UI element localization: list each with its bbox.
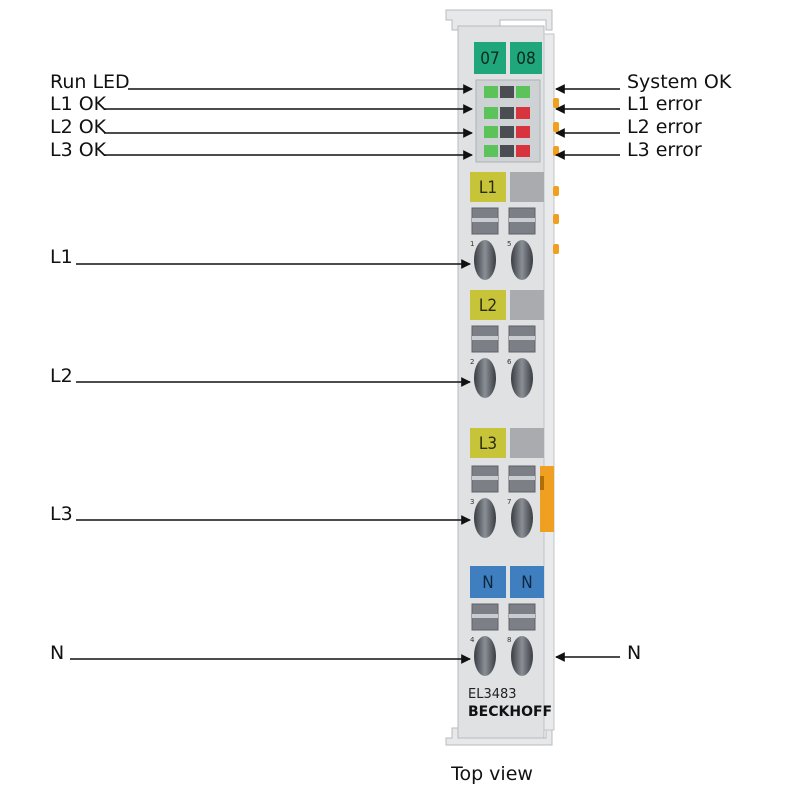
pin-4-label: 4 [470,636,475,644]
power-contact [540,466,554,532]
label-system-ok: System OK [627,71,732,93]
spring-clamp-4[interactable] [474,636,496,676]
label-l3-error: L3 error [627,139,702,161]
label-l1: L1 [50,246,73,268]
label-n-left: N [50,642,64,664]
tag-l2-text: L2 [479,296,497,316]
run-led [484,86,498,98]
callout-lines [70,84,620,664]
spring-clamp-5[interactable] [511,240,533,280]
spring-clamp-6[interactable] [511,358,533,398]
pin-1-label: 1 [470,240,474,248]
label-l2-error: L2 error [627,116,702,138]
brand-logo-text: BECKHOFF [468,704,552,720]
pin-8-label: 8 [507,636,511,644]
terminal-group-1-5: 1 5 [470,207,536,280]
terminal-group-4-8: 4 8 [470,603,536,676]
l1-error-led [516,107,530,119]
l2-error-led [516,126,530,138]
spring-clamp-8[interactable] [511,636,533,676]
pin-7-label: 7 [507,498,511,506]
channel-07-text: 07 [480,49,499,69]
label-l1-error: L1 error [627,93,702,115]
caption-top-view: Top view [450,763,533,785]
channel-07-block [474,42,506,74]
spring-clamp-3[interactable] [474,498,496,538]
terminal-group-2-6: 2 6 [470,325,536,398]
spring-clamp-1[interactable] [474,240,496,280]
led-row-l2 [484,126,530,138]
pin-3-label: 3 [470,498,474,506]
top-rail-clip [445,9,553,31]
channel-08-text: 08 [516,49,535,69]
label-n-right: N [627,642,641,664]
tag-l1-block [470,172,506,202]
tag-n-a-text: N [482,573,493,593]
terminal-module: 07 08 [445,9,559,746]
l2-ok-led [484,126,498,138]
spring-clamp-2[interactable] [474,358,496,398]
label-l2-ok: L2 OK [50,116,107,138]
terminal-group-3-7: 3 7 [470,465,536,538]
pin-5-label: 5 [507,240,511,248]
tag-l1-text: L1 [479,178,497,198]
pin-2-label: 2 [470,358,474,366]
system-ok-led [516,86,530,98]
spring-clamp-7[interactable] [511,498,533,538]
label-l3-ok: L3 OK [50,139,107,161]
left-labels: Run LED L1 OK L2 OK L3 OK L1 L2 L3 N [50,71,130,664]
pin-6-label: 6 [507,358,512,366]
l1-ok-led [484,107,498,119]
led-row-run [484,86,530,98]
tag-n-b-block [510,566,544,598]
channel-08-block [510,42,542,74]
tag-l3-text: L3 [479,434,497,454]
label-l3: L3 [50,503,73,525]
label-l1-ok: L1 OK [50,93,107,115]
right-labels: System OK L1 error L2 error L3 error N [627,71,732,664]
model-number: EL3483 [468,687,517,702]
tag-n-b-text: N [521,573,532,593]
side-rail [543,33,555,731]
led-row-l3 [484,145,530,157]
label-run-led: Run LED [50,71,130,93]
l3-ok-led [484,145,498,157]
l3-error-led [516,145,530,157]
tag-l2-block [470,290,506,320]
tag-l3-block [470,428,506,458]
label-l2: L2 [50,365,73,387]
tag-n-a-block [470,566,506,598]
led-row-l1 [484,107,530,119]
